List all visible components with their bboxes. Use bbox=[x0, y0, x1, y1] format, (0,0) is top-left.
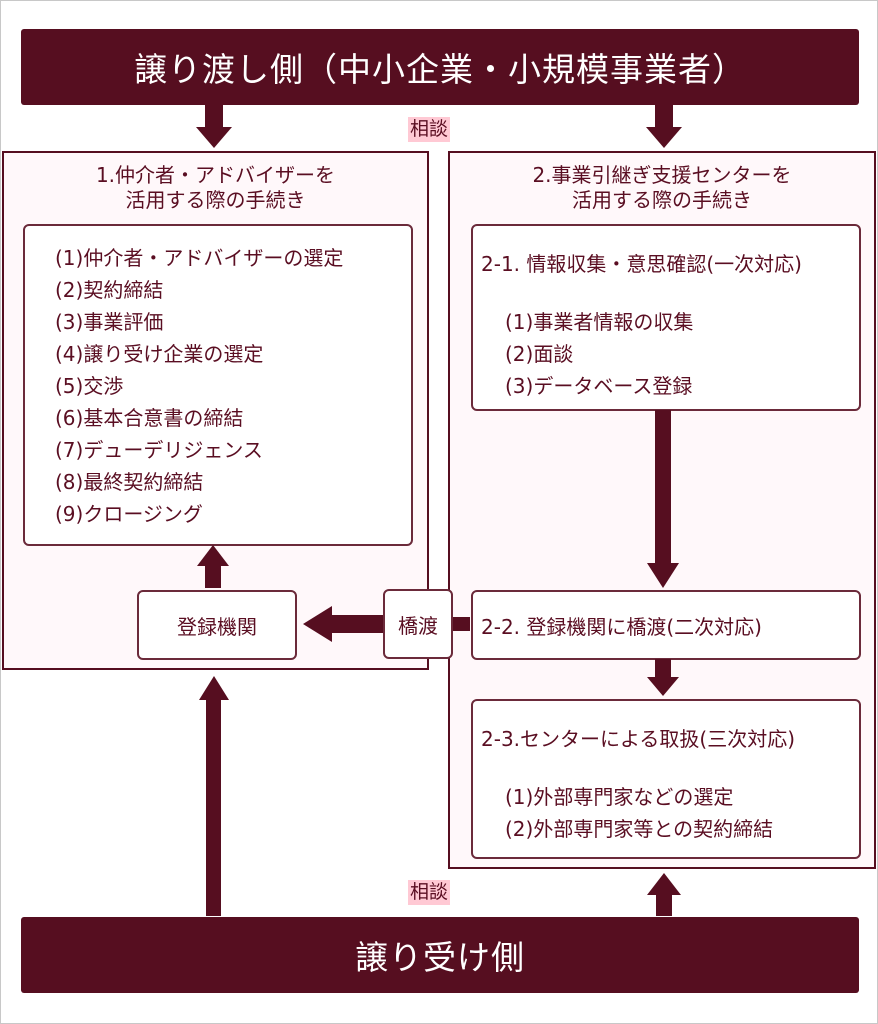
seller-side-banner: 譲り渡し側（中小企業・小規模事業者） bbox=[21, 29, 859, 105]
intermediary-panel-title-line2: 活用する際の手続き bbox=[125, 188, 306, 212]
intermediary-procedure-panel: 1.仲介者・アドバイザーを 活用する際の手続き (1)仲介者・アドバイザーの選定… bbox=[2, 151, 429, 670]
seller-side-title: 譲り渡し側（中小企業・小規模事業者） bbox=[134, 50, 746, 89]
stage1-step: (3)データベース登録 bbox=[505, 374, 693, 398]
intermediary-step: (4)譲り受け企業の選定 bbox=[55, 342, 264, 366]
intermediary-step: (6)基本合意書の締結 bbox=[55, 406, 244, 430]
stage1-title: 2-1. 情報収集・意思確認(一次対応) bbox=[481, 252, 802, 276]
stage1-steps-list: (1)事業者情報の収集 (2)面談 (3)データベース登録 bbox=[505, 306, 693, 402]
stage1-box: 2-1. 情報収集・意思確認(一次対応) (1)事業者情報の収集 (2)面談 (… bbox=[471, 224, 861, 411]
intermediary-step: (9)クロージング bbox=[55, 502, 203, 526]
stage1-step: (1)事業者情報の収集 bbox=[505, 310, 694, 334]
stage2-title: 2-2. 登録機関に橋渡(二次対応) bbox=[481, 614, 762, 639]
stage3-step: (2)外部専門家等との契約締結 bbox=[505, 817, 774, 841]
intermediary-step: (1)仲介者・アドバイザーの選定 bbox=[55, 246, 344, 270]
intermediary-step: (3)事業評価 bbox=[55, 310, 164, 334]
registry-box: 登録機関 bbox=[137, 590, 297, 660]
buyer-side-banner: 譲り受け側 bbox=[21, 917, 859, 993]
consult-label-bottom: 相談 bbox=[408, 880, 451, 905]
stage3-box: 2-3.センターによる取扱(三次対応) (1)外部専門家などの選定 (2)外部専… bbox=[471, 699, 861, 859]
registry-box-label: 登録機関 bbox=[177, 614, 257, 639]
intermediary-step: (5)交渉 bbox=[55, 374, 124, 398]
stage1-step: (2)面談 bbox=[505, 342, 574, 366]
intermediary-steps-list: (1)仲介者・アドバイザーの選定 (2)契約締結 (3)事業評価 (4)譲り受け… bbox=[55, 242, 343, 530]
stage3-step: (1)外部専門家などの選定 bbox=[505, 785, 734, 809]
stage2-box: 2-2. 登録機関に橋渡(二次対応) bbox=[471, 590, 861, 660]
bridge-box: 橋渡 bbox=[383, 589, 453, 659]
intermediary-panel-title-line1: 1.仲介者・アドバイザーを bbox=[95, 163, 336, 187]
consult-label-top: 相談 bbox=[408, 117, 451, 142]
stage3-steps-list: (1)外部専門家などの選定 (2)外部専門家等との契約締結 bbox=[505, 781, 773, 845]
stage3-title: 2-3.センターによる取扱(三次対応) bbox=[481, 727, 796, 751]
intermediary-step: (8)最終契約締結 bbox=[55, 470, 204, 494]
buyer-side-title: 譲り受け側 bbox=[355, 938, 525, 977]
support-center-panel-title-line2: 活用する際の手続き bbox=[572, 188, 752, 212]
intermediary-step: (2)契約締結 bbox=[55, 278, 164, 302]
bridge-label: 橋渡 bbox=[398, 613, 438, 638]
intermediary-step: (7)デューデリジェンス bbox=[55, 438, 263, 462]
intermediary-steps-box: (1)仲介者・アドバイザーの選定 (2)契約締結 (3)事業評価 (4)譲り受け… bbox=[23, 224, 413, 546]
support-center-procedure-panel: 2.事業引継ぎ支援センターを 活用する際の手続き 2-1. 情報収集・意思確認(… bbox=[448, 151, 876, 869]
support-center-panel-title-line1: 2.事業引継ぎ支援センターを bbox=[532, 163, 792, 187]
